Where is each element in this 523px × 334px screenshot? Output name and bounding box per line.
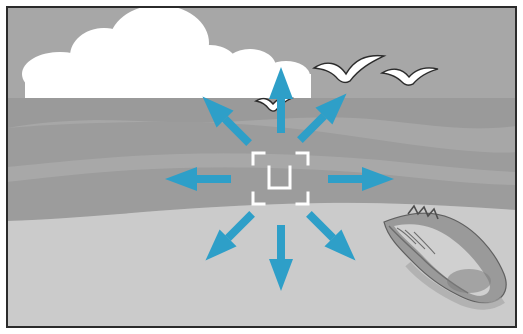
beach-scene-canvas	[0, 0, 523, 334]
illustration-frame	[0, 0, 523, 334]
